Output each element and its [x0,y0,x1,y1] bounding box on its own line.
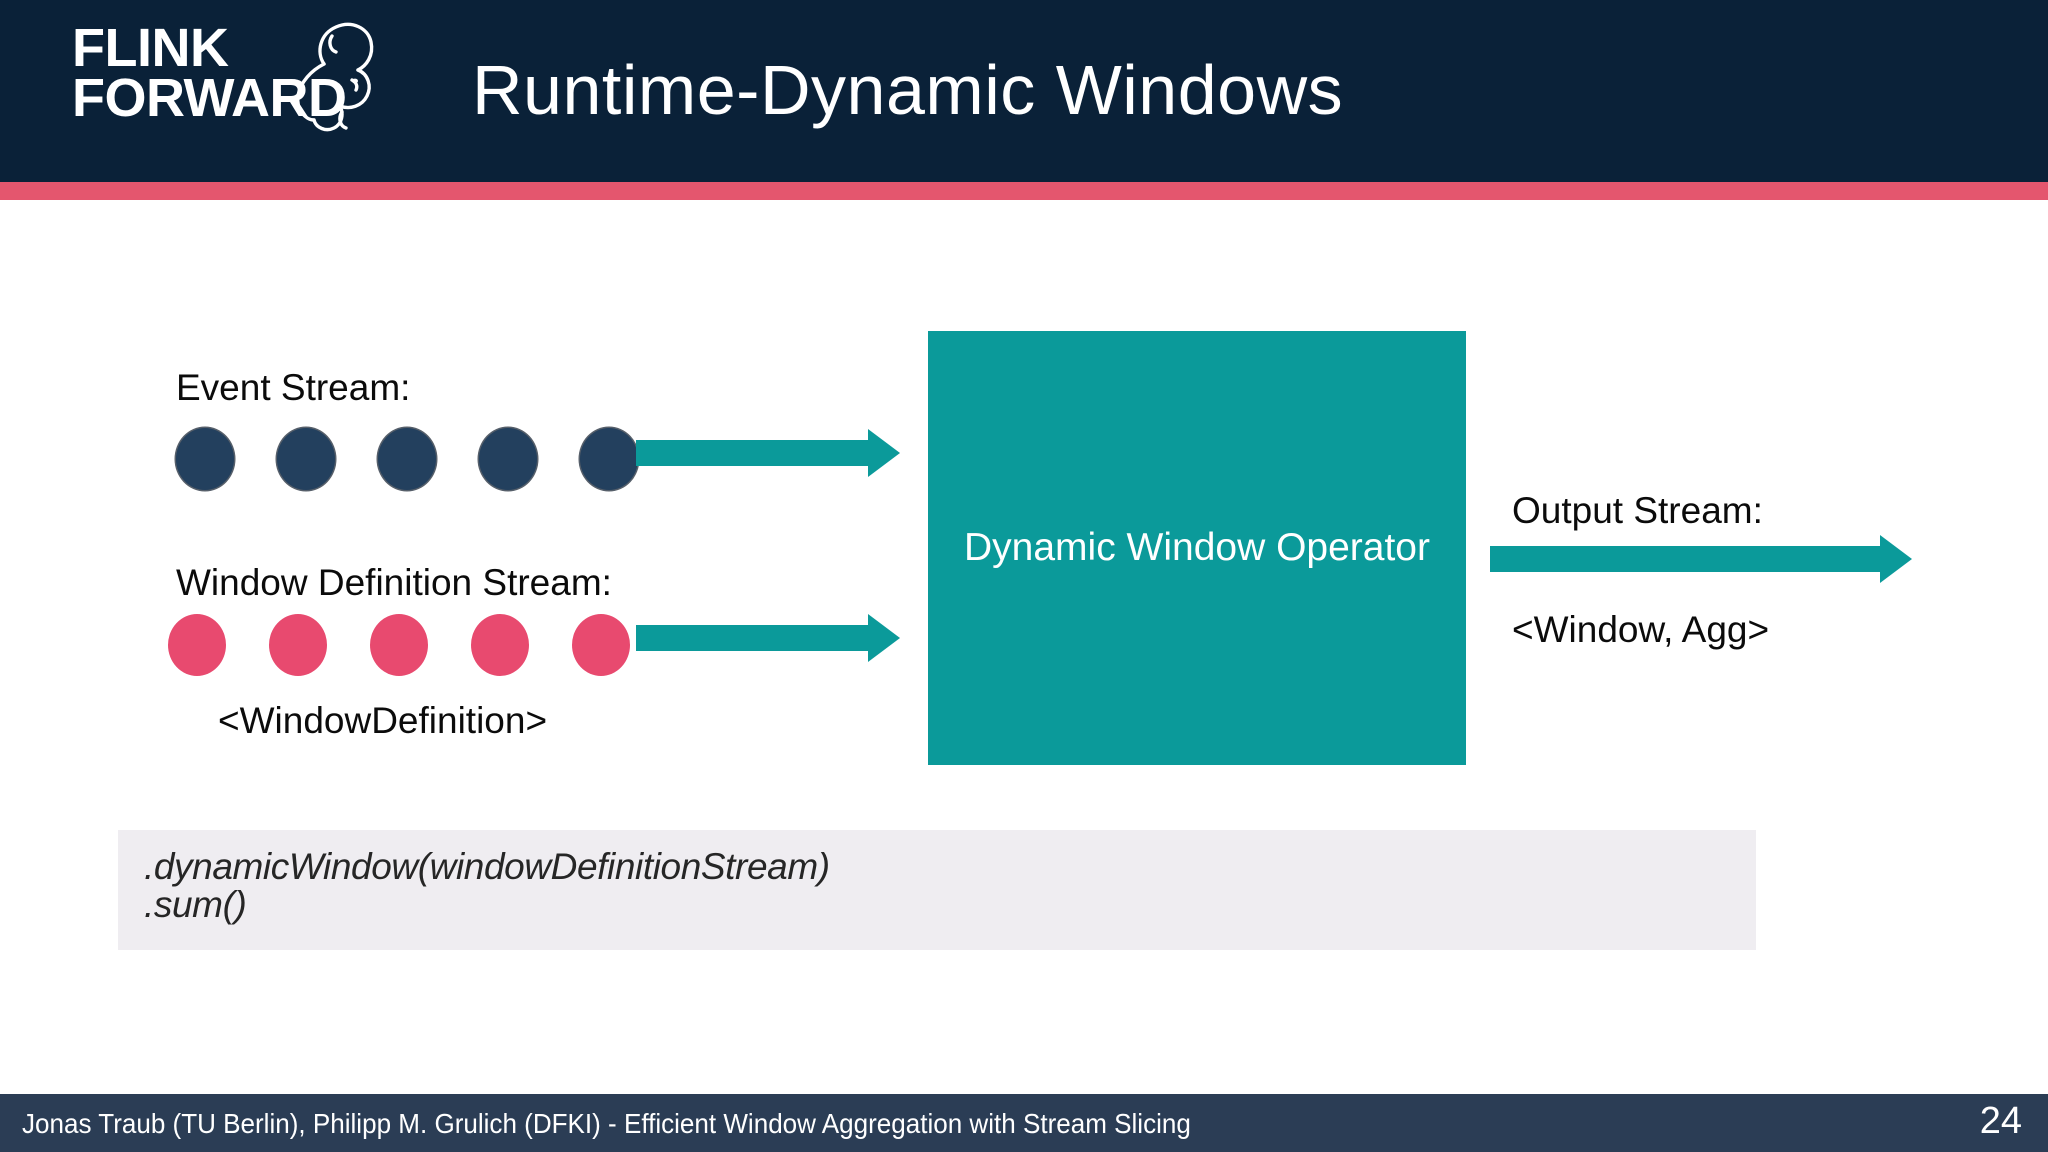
window-definition-dot [572,614,630,676]
arrow-shaft [636,440,868,466]
event-stream-dots [176,428,638,490]
logo-line-forward: FORWARD [72,67,347,128]
header-bar [0,0,2048,182]
window-definition-stream-label: Window Definition Stream: [176,562,612,603]
arrow-shaft [636,625,868,651]
squirrel-icon [296,22,374,132]
code-snippet-box: .dynamicWindow(windowDefinitionStream) .… [118,830,1756,950]
window-definition-dot [168,614,226,676]
window-definition-type-label: <WindowDefinition> [218,700,548,741]
event-stream-label: Event Stream: [176,367,411,408]
output-stream-label: Output Stream: [1512,490,1763,531]
event-dot [378,428,436,490]
arrow-head [868,429,900,477]
window-definition-stream-arrow-icon [636,614,900,662]
event-dot [580,428,638,490]
logo-line-flink: FLINK [72,18,229,78]
event-dot [176,428,234,490]
footer-citation: Jonas Traub (TU Berlin), Philipp M. Grul… [22,1108,1191,1139]
code-line-1: .dynamicWindow(windowDefinitionStream) [144,846,830,887]
output-stream-arrow-icon [1490,535,1912,583]
page-title: Runtime-Dynamic Windows [472,51,1344,129]
event-dot [479,428,537,490]
event-stream-arrow-icon [636,429,900,477]
page-number: 24 [1979,1100,2022,1142]
arrow-head [868,614,900,662]
window-definition-dot [471,614,529,676]
output-stream-type-label: <Window, Agg> [1512,609,1770,650]
event-dot [277,428,335,490]
header-accent-stripe [0,182,2048,200]
footer-bar [0,1094,2048,1152]
arrow-head [1880,535,1912,583]
window-definition-stream-dots [168,614,630,676]
code-line-2: .sum() [144,884,247,926]
dynamic-window-operator-label: Dynamic Window Operator [964,526,1430,569]
logo-wordmark: FLINK FORWARD [72,18,347,128]
dynamic-window-operator-box: Dynamic Window Operator [928,331,1466,765]
arrow-shaft [1490,546,1880,572]
flink-forward-logo: FLINK FORWARD [72,16,402,151]
window-definition-dot [370,614,428,676]
window-definition-dot [269,614,327,676]
